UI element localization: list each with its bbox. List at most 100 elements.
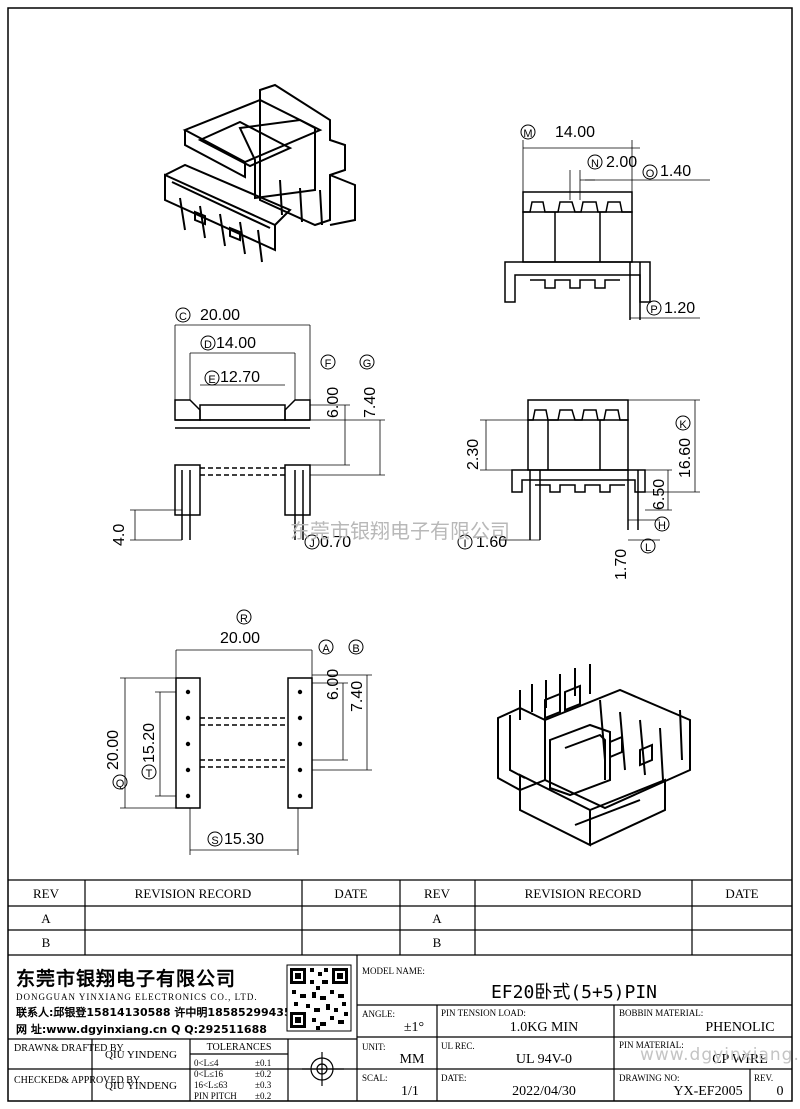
dim-o-value: 1.40 <box>660 163 691 180</box>
pin-material-value: CP WIRE <box>712 1052 768 1067</box>
qr-code <box>286 964 352 1032</box>
svg-text:S: S <box>211 835 218 847</box>
watermark-text: 东莞市银翔电子有限公司 <box>290 519 510 543</box>
dim-a-value: 6.00 <box>325 669 342 700</box>
svg-text:L: L <box>645 542 651 554</box>
scale-label: SCAL: <box>362 1073 388 1083</box>
sheet-border <box>7 7 793 1102</box>
rev-row-b-right: B <box>433 935 442 950</box>
revision-record-header-1: REVISION RECORD <box>135 886 252 901</box>
tol-range-0: 0<L≤4 <box>194 1058 219 1068</box>
rev-header-2: REV <box>424 886 451 901</box>
rev-row-b-left: B <box>42 935 51 950</box>
checked-label: CHECKED& APPROVED BY <box>14 1075 140 1086</box>
svg-text:O: O <box>646 168 655 180</box>
dim-f-value: 6.00 <box>325 387 342 418</box>
ul-rec-label: UL REC. <box>441 1041 475 1051</box>
dim-e-value: 12.70 <box>220 369 260 386</box>
model-name-label: MODEL NAME: <box>362 966 425 976</box>
dim-r-value: 20.00 <box>220 630 260 647</box>
website-line: 网 址:www.dgyinxiang.cn Q Q:292511688 <box>16 1022 267 1036</box>
dim-side-170: 1.70 <box>613 549 630 580</box>
iso-view-top <box>164 83 356 263</box>
dim-j-value: 0.70 <box>320 534 351 551</box>
rev-header-1: REV <box>33 886 60 901</box>
rev-value: 0 <box>777 1084 784 1099</box>
dim-i-value: 1.60 <box>476 534 507 551</box>
dim-c-value: 20.00 <box>200 307 240 324</box>
dim-m-value: 14.00 <box>555 124 595 141</box>
rev-row-a-left: A <box>41 911 51 926</box>
svg-text:J: J <box>309 538 315 550</box>
drawn-label: DRAWN& DRAFTED BY <box>14 1043 124 1054</box>
rev-row-a-right: A <box>432 911 442 926</box>
dim-n-value: 2.00 <box>606 154 637 171</box>
dim-d-value: 14.00 <box>216 335 256 352</box>
checked-by-value: QIU YINDENG <box>105 1080 177 1092</box>
revision-table <box>8 879 792 956</box>
tol-value-1: ±0.2 <box>255 1069 271 1079</box>
side-view: 2.30 K 16.60 6.50 H I 1.60 1.70 L <box>457 399 700 580</box>
svg-text:M: M <box>523 128 532 140</box>
date-value: 2022/04/30 <box>512 1084 576 1099</box>
iso-view-bottom <box>497 664 691 847</box>
dim-k-value: 16.60 <box>677 438 694 478</box>
model-name-value: EF20卧式(5+5)PIN <box>491 982 657 1003</box>
svg-text:G: G <box>363 358 372 370</box>
dim-b-value: 7.40 <box>349 681 366 712</box>
date-label: DATE: <box>441 1073 467 1083</box>
pin-material-label: PIN MATERIAL: <box>619 1040 684 1050</box>
dim-4-value: 4.0 <box>111 524 128 546</box>
drawn-by-value: QIU YINDENG <box>105 1049 177 1061</box>
svg-text:C: C <box>179 311 187 323</box>
company-name-en: DONGGUAN YINXIANG ELECTRONICS CO., LTD. <box>16 992 258 1002</box>
projection-symbol-icon <box>302 1052 344 1086</box>
drawing-no-label: DRAWING NO: <box>619 1073 680 1083</box>
title-block-grid <box>8 955 792 1101</box>
bobbin-material-label: BOBBIN MATERIAL: <box>619 1008 703 1018</box>
pin-tension-label: PIN TENSION LOAD: <box>441 1008 526 1018</box>
svg-text:N: N <box>591 158 599 170</box>
unit-label: UNIT: <box>362 1042 386 1052</box>
dim-side-650: 6.50 <box>651 479 668 510</box>
svg-text:F: F <box>325 358 332 370</box>
angle-label: ANGLE: <box>362 1009 395 1019</box>
svg-text:E: E <box>208 374 215 386</box>
angle-value: ±1° <box>404 1020 424 1035</box>
svg-text:D: D <box>204 339 212 351</box>
front-view: C 20.00 D 14.00 E 12.70 F 6.00 G 7.40 4.… <box>111 307 385 551</box>
ul-rec-value: UL 94V-0 <box>516 1052 572 1067</box>
tol-value-3: ±0.2 <box>255 1091 271 1101</box>
bobbin-material-value: PHENOLIC <box>705 1020 774 1035</box>
date-header-1: DATE <box>334 886 367 901</box>
bottom-view: R 20.00 A B 6.00 7.40 Q 20.00 T 15.20 S … <box>105 609 372 855</box>
tol-range-2: 16<L≤63 <box>194 1080 228 1090</box>
svg-text:K: K <box>679 419 687 431</box>
dim-g-value: 7.40 <box>362 387 379 418</box>
svg-text:I: I <box>463 538 466 550</box>
tol-range-3: PIN PITCH <box>194 1091 237 1101</box>
dim-t-value: 15.20 <box>141 723 158 763</box>
scale-value: 1/1 <box>401 1084 419 1099</box>
company-name-cn: 东莞市银翔电子有限公司 <box>16 967 236 990</box>
tol-range-1: 0<L≤16 <box>194 1069 224 1079</box>
svg-text:P: P <box>650 304 657 316</box>
drawing-no-value: YX-EF2005 <box>673 1084 742 1099</box>
dim-q-value: 20.00 <box>105 730 122 770</box>
svg-text:R: R <box>240 613 248 625</box>
dim-p-value: 1.20 <box>664 300 695 317</box>
svg-text:Q: Q <box>116 778 125 790</box>
revision-record-header-2: REVISION RECORD <box>525 886 642 901</box>
pin-tension-value: 1.0KG MIN <box>510 1020 578 1035</box>
dim-s-value: 15.30 <box>224 831 264 848</box>
svg-text:H: H <box>658 520 666 532</box>
date-header-2: DATE <box>725 886 758 901</box>
tol-value-2: ±0.3 <box>255 1080 272 1090</box>
svg-text:A: A <box>322 643 330 655</box>
tolerances-title: TOLERANCES <box>207 1042 272 1053</box>
dim-side-230: 2.30 <box>465 439 482 470</box>
footer-watermark: www.dgyinxiang.com <box>640 1045 800 1065</box>
contact-line: 联系人:邱银登15814130588 许中明18585299435 <box>16 1005 292 1019</box>
svg-text:T: T <box>146 768 153 780</box>
